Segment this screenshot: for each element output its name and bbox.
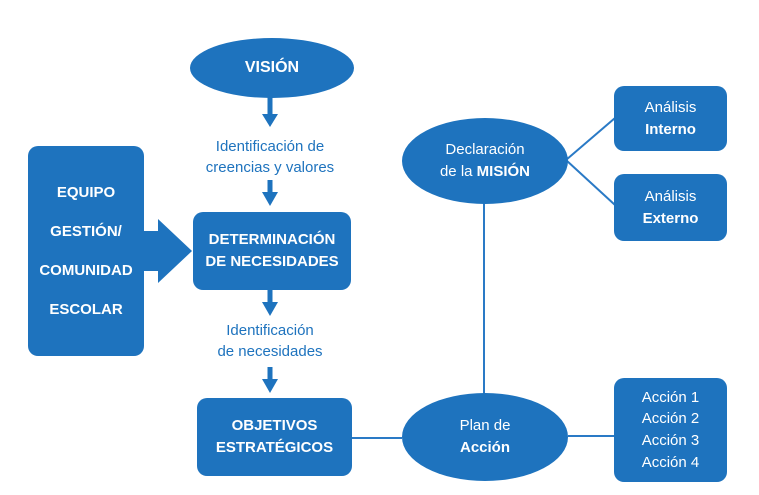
- declaracion-line-1: Declaración: [445, 141, 525, 159]
- determinacion-line-2: DE NECESIDADES: [205, 253, 339, 270]
- declaracion-line-2-prefix: de la: [439, 163, 477, 180]
- mision-to-interno-line: [565, 117, 616, 161]
- mision-to-externo-line: [565, 159, 616, 206]
- analisis-interno-line-1: Análisis: [644, 98, 697, 116]
- acciones-node: Acción 1 Acción 2 Acción 3 Acción 4: [614, 378, 727, 482]
- objetivos-line-1: OBJETIVOS: [231, 417, 318, 435]
- equipo-to-determinacion-arrow: [140, 219, 192, 283]
- objetivos-node: OBJETIVOS ESTRATÉGICOS: [197, 398, 352, 476]
- equipo-line-3: COMUNIDAD: [39, 262, 133, 279]
- creencias-caption-line-1: Identificación de: [215, 138, 325, 155]
- plan-accion-node: Plan de Acción: [402, 393, 568, 481]
- equipo-line-1: EQUIPO: [56, 184, 116, 201]
- analisis-externo-line-2: Externo: [642, 209, 699, 227]
- vision-arrow-upper: [262, 95, 278, 127]
- analisis-externo-line-1: Análisis: [644, 187, 697, 205]
- necesidades-caption-line-1: Identificación: [226, 322, 314, 339]
- equipo-line-4: ESCOLAR: [49, 301, 123, 318]
- analisis-interno-node: Análisis Interno: [614, 86, 727, 151]
- plan-line-1: Plan de: [459, 417, 511, 435]
- vision-node: VISIÓN: [190, 38, 354, 98]
- determinacion-arrow-upper: [262, 290, 278, 316]
- equipo-node: EQUIPO GESTIÓN/ COMUNIDAD ESCOLAR: [28, 146, 144, 356]
- creencias-caption-line-2: creencias y valores: [205, 159, 335, 176]
- determinacion-arrow-lower: [262, 367, 278, 393]
- declaracion-line-2-bold: MISIÓN: [476, 163, 531, 180]
- vision-label: VISIÓN: [244, 59, 300, 76]
- equipo-line-2: GESTIÓN/: [50, 223, 122, 240]
- creencias-caption: Identificación de creencias y valores: [180, 136, 360, 178]
- accion-3: Acción 3: [641, 432, 700, 449]
- determinacion-line-1: DETERMINACIÓN: [208, 231, 336, 249]
- analisis-interno-line-2: Interno: [645, 120, 696, 138]
- accion-4: Acción 4: [641, 453, 700, 471]
- vision-arrow-lower: [262, 180, 278, 206]
- objetivos-line-2: ESTRATÉGICOS: [215, 439, 334, 456]
- accion-1: Acción 1: [641, 388, 700, 406]
- accion-2: Acción 2: [641, 410, 700, 428]
- analisis-externo-node: Análisis Externo: [614, 174, 727, 241]
- necesidades-caption: Identificación de necesidades: [190, 320, 350, 362]
- determinacion-node: DETERMINACIÓN DE NECESIDADES: [193, 212, 351, 290]
- necesidades-caption-line-2: de necesidades: [217, 343, 323, 360]
- declaracion-mision-node: Declaración de la MISIÓN: [402, 118, 568, 204]
- plan-line-2: Acción: [459, 439, 510, 456]
- declaracion-line-2: de la MISIÓN: [440, 161, 530, 183]
